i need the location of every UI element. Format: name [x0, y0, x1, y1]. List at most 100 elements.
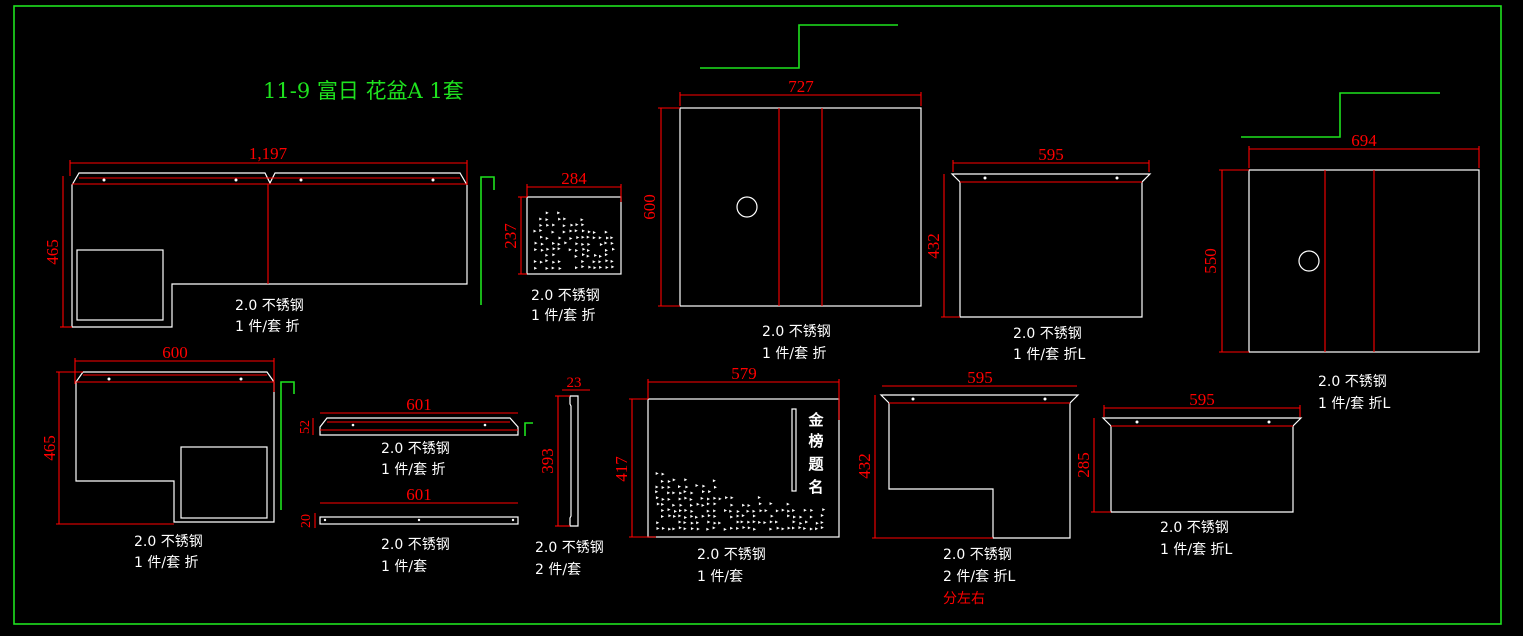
perforation-hole: [723, 527, 727, 531]
slot: [791, 408, 797, 492]
perforation-hole: [730, 526, 734, 530]
hole: [983, 176, 987, 180]
height-dimension: 52: [298, 420, 313, 434]
perforation-hole: [604, 253, 608, 257]
hole: [1267, 420, 1271, 424]
perforation-hole: [684, 478, 688, 482]
hole: [351, 423, 355, 427]
part-12[interactable]: 595 285 2.0 不锈钢 1 件/套 折L: [1074, 390, 1303, 558]
perforation-hole: [803, 527, 807, 531]
perforation-hole: [684, 496, 688, 500]
perforation-hole: [736, 514, 740, 518]
perforation-hole: [672, 491, 676, 495]
part-7[interactable]: 601 52 2.0 不锈钢 1 件/套 折: [298, 395, 533, 478]
part-5[interactable]: 694 550 2.0 不锈钢 1 件/套 折L: [1201, 92, 1480, 412]
perforation-hole: [661, 497, 665, 501]
width-dimension: 579: [731, 364, 757, 383]
quantity-note: 1 件/套 折: [531, 308, 596, 324]
perforation-hole: [707, 520, 711, 524]
perforation-hole: [736, 520, 740, 524]
perforation-hole: [747, 503, 751, 507]
hole: [511, 518, 515, 522]
engraving-char: 题: [808, 455, 824, 473]
perforation-hole: [586, 235, 590, 239]
part-8[interactable]: 601 20 2.0 不锈钢 1 件/套: [299, 485, 519, 575]
perforation-hole: [581, 242, 585, 246]
perforation-hole: [679, 509, 683, 513]
perforation-hole: [769, 520, 773, 524]
perforation-hole: [575, 266, 579, 270]
part-3[interactable]: 727 600 2.0 不锈钢 1 件/套 折: [640, 24, 922, 362]
perforation-hole: [533, 229, 537, 233]
perforation-hole: [587, 230, 591, 234]
part-10[interactable]: 金 榜 题 名 579 417 2.0 不锈钢 1 件/套: [612, 364, 840, 585]
perforation-hole: [568, 248, 572, 252]
part-4[interactable]: 595 432 2.0 不锈钢 1 件/套 折L: [924, 145, 1152, 363]
perforation-hole: [545, 218, 549, 222]
perforation-hole: [667, 508, 671, 512]
perforation-hole: [787, 526, 791, 530]
hole: [1043, 397, 1047, 401]
part-9[interactable]: 23 393 2.0 不锈钢 2 件/套: [535, 375, 604, 578]
perforation-hole: [672, 478, 676, 482]
quantity-note: 1 件/套 折L: [1013, 347, 1086, 363]
bend-profile: [700, 24, 898, 69]
perforation-hole: [707, 497, 711, 501]
hole: [234, 178, 238, 182]
perforation-hole: [656, 526, 660, 530]
perforation-hole: [557, 211, 561, 215]
perforation-hole: [781, 527, 785, 531]
engraving-char: 金: [807, 411, 824, 429]
hole: [417, 518, 421, 522]
perforation-hole: [752, 509, 756, 513]
perforation-hole: [667, 491, 671, 495]
bend-profile: [480, 176, 495, 305]
perforation-hole: [695, 515, 699, 519]
perforation-hole: [752, 514, 756, 518]
perforation-hole: [611, 247, 615, 251]
perforation-hole: [594, 253, 598, 257]
material-note: 2.0 不锈钢: [381, 441, 450, 457]
perforation-hole: [781, 508, 785, 512]
part-outline: [679, 107, 922, 307]
perforation-hole: [805, 520, 809, 524]
perforation-hole: [742, 503, 746, 507]
part-11[interactable]: 595 432 2.0 不锈钢 2 件/套 折L 分左右: [855, 368, 1080, 607]
perforation-hole: [539, 223, 543, 227]
perforation-hole: [742, 526, 746, 530]
hole: [299, 178, 303, 182]
perforation-hole: [575, 242, 579, 246]
perforation-hole: [713, 485, 717, 489]
perforation-hole: [667, 485, 671, 489]
perforation-hole: [552, 260, 556, 264]
perforation-hole: [545, 253, 549, 257]
perforation-hole: [696, 502, 700, 506]
perforation-hole: [787, 509, 791, 513]
perforation-hole: [820, 514, 824, 518]
height-dimension: 285: [1074, 452, 1093, 478]
perforation-hole: [668, 514, 672, 518]
perforation-hole: [803, 508, 807, 512]
part-1[interactable]: 1,197 465 2.0 不锈钢 1 件/套 折: [43, 144, 495, 335]
width-dimension: 601: [406, 485, 432, 504]
perforation-hole: [713, 509, 717, 513]
perforation-hole: [558, 217, 562, 221]
perforation-hole: [684, 508, 688, 512]
perforation-hole: [534, 248, 538, 252]
perforation-hole: [672, 527, 676, 531]
part-outline: [647, 398, 840, 538]
perforation-hole: [810, 508, 814, 512]
part-2[interactable]: 284 237 2.0 不锈钢 1 件/套 折: [501, 169, 622, 324]
perforation-hole: [753, 527, 757, 531]
perforation-hole: [689, 503, 693, 507]
perforation-hole: [581, 265, 585, 269]
part-6[interactable]: 600 465 2.0 不锈钢 1 件/套 折: [40, 343, 295, 571]
quantity-note: 1 件/套 折L: [1318, 396, 1391, 412]
height-dimension: 432: [924, 233, 943, 259]
perforation-hole: [701, 503, 705, 507]
perforation-hole: [668, 527, 672, 531]
perforation-hole: [730, 496, 734, 500]
perforation-hole: [546, 247, 550, 251]
perforation-hole: [706, 502, 710, 506]
